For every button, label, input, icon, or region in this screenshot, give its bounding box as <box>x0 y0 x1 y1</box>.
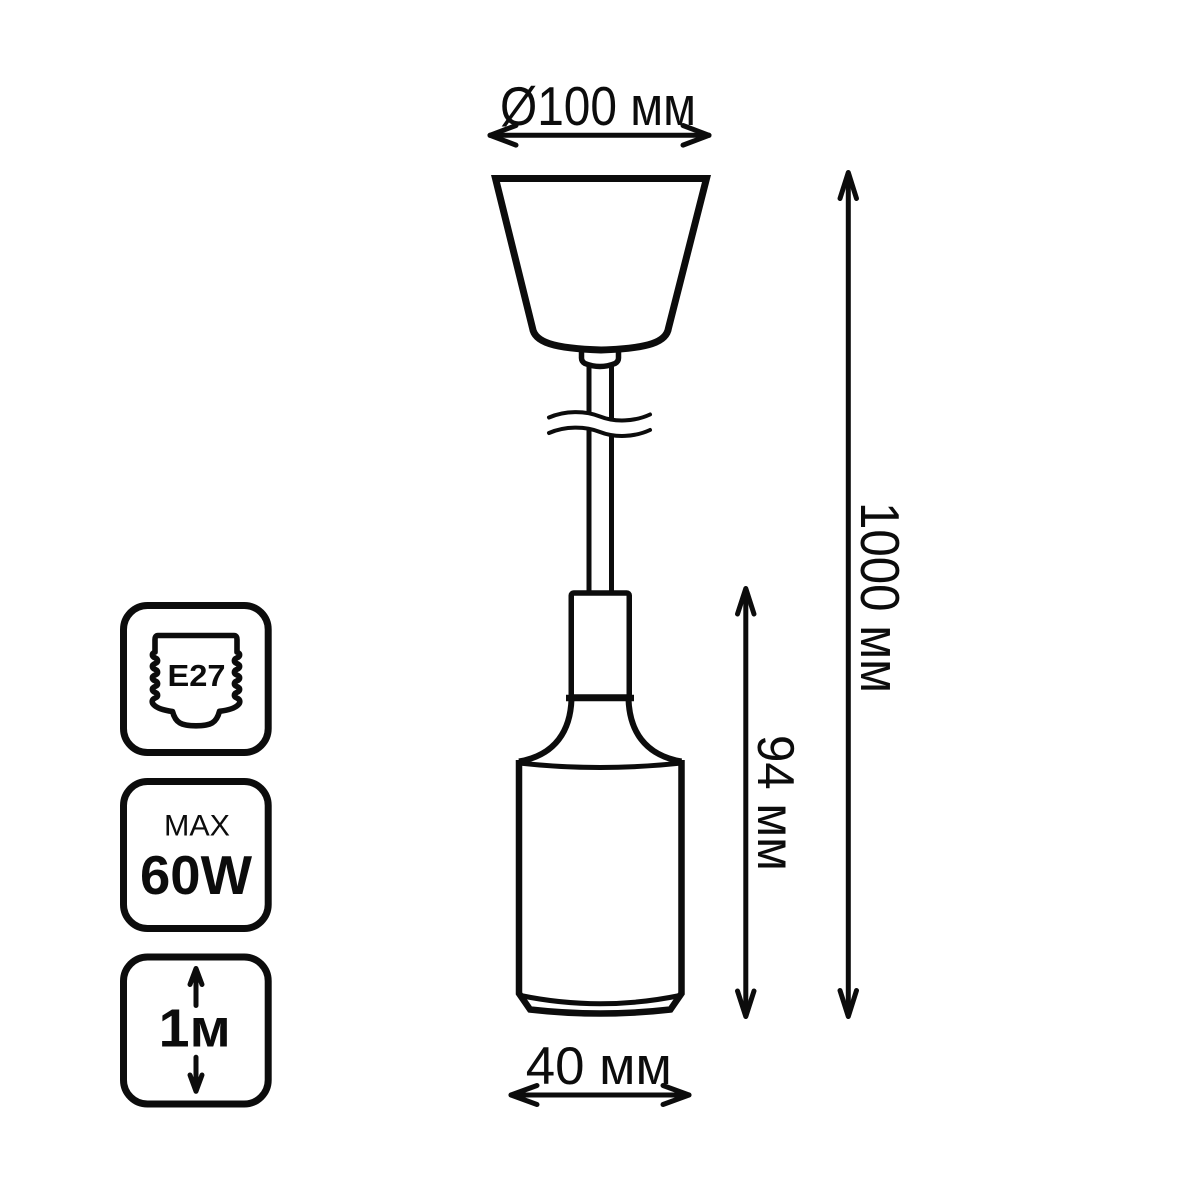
svg-text:E27: E27 <box>168 658 226 693</box>
svg-text:60W: 60W <box>140 845 253 906</box>
svg-text:1000 мм: 1000 мм <box>849 502 911 693</box>
svg-text:MAX: MAX <box>164 810 230 843</box>
svg-text:40 мм: 40 мм <box>526 1037 672 1096</box>
svg-text:1м: 1м <box>159 999 231 1059</box>
svg-text:Ø100 мм: Ø100 мм <box>500 76 696 137</box>
svg-text:94 мм: 94 мм <box>746 735 804 871</box>
